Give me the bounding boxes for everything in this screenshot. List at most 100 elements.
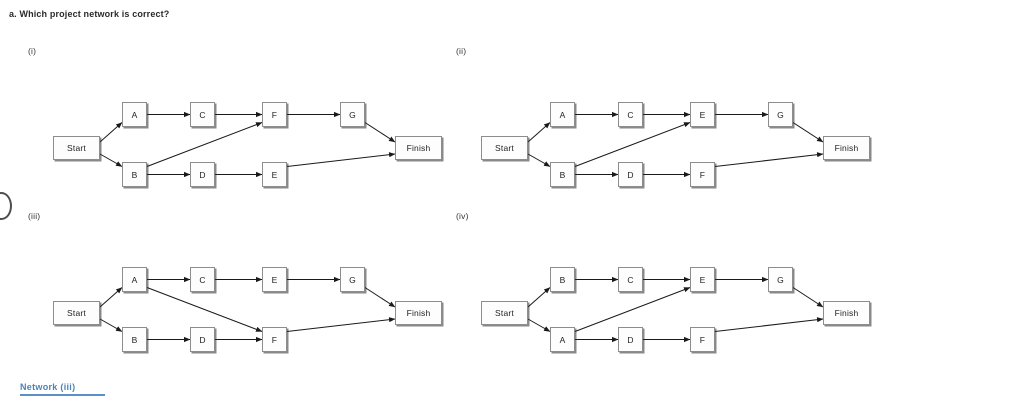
task-node-c-ii-label: C xyxy=(627,109,634,120)
edge-a-to-e xyxy=(574,287,691,332)
finish-node-ii: Finish xyxy=(823,136,870,160)
task-node-e-i-label: E xyxy=(271,169,278,180)
task-node-f-iii-label: F xyxy=(271,334,278,345)
task-node-a-iv: A xyxy=(550,327,575,352)
task-node-c-i-label: C xyxy=(199,109,206,120)
task-node-g-i: G xyxy=(340,102,365,127)
finish-node-ii-label: Finish xyxy=(834,143,859,153)
task-node-c-iii-label: C xyxy=(199,274,206,285)
edge-start-to-b xyxy=(527,153,551,167)
task-node-b-iv: B xyxy=(550,267,575,292)
edge-e-to-finish xyxy=(286,152,396,167)
task-node-e-iv: E xyxy=(690,267,715,292)
edge-g-to-finish xyxy=(792,122,824,143)
task-node-b-ii-label: B xyxy=(559,169,566,180)
task-node-g-iv: G xyxy=(768,267,793,292)
task-node-a-i: A xyxy=(122,102,147,127)
task-node-d-iii-label: D xyxy=(199,334,206,345)
task-node-g-ii: G xyxy=(768,102,793,127)
task-node-c-iv: C xyxy=(618,267,643,292)
task-node-c-iii: C xyxy=(190,267,215,292)
answer-text: Network (iii) xyxy=(20,382,76,392)
edge-a-to-f xyxy=(146,287,263,332)
task-node-d-ii: D xyxy=(618,162,643,187)
task-node-f-iii: F xyxy=(262,327,287,352)
task-node-g-iii-label: G xyxy=(349,274,356,285)
network-diagram-iii: (iii) Start Finish A C E G B D F xyxy=(3,211,458,371)
task-node-a-iv-label: A xyxy=(559,334,566,345)
task-node-e-ii: E xyxy=(690,102,715,127)
edge-layer-iii xyxy=(99,276,396,343)
finish-node-iv: Finish xyxy=(823,301,870,325)
edge-start-to-b xyxy=(99,153,123,167)
edge-start-to-a xyxy=(527,318,551,332)
finish-node-i-label: Finish xyxy=(406,143,431,153)
network-canvas-iii: Start Finish A C E G B D F xyxy=(3,211,458,371)
task-node-e-iv-label: E xyxy=(699,274,706,285)
edge-start-to-a xyxy=(99,287,123,308)
edge-start-to-a xyxy=(99,122,123,143)
edge-b-to-e xyxy=(574,122,691,167)
answer-block: Network (iii) xyxy=(20,382,105,396)
task-node-e-ii-label: E xyxy=(699,109,706,120)
task-node-a-iii: A xyxy=(122,267,147,292)
start-node-ii: Start xyxy=(481,136,528,160)
question-text: a. Which project network is correct? xyxy=(9,9,170,19)
task-node-g-iv-label: G xyxy=(777,274,784,285)
task-node-g-ii-label: G xyxy=(777,109,784,120)
task-node-g-i-label: G xyxy=(349,109,356,120)
edge-start-to-a xyxy=(527,122,551,143)
task-node-a-i-label: A xyxy=(131,109,138,120)
network-diagram-iv: (iv) Start Finish B C E G A D F xyxy=(431,211,886,371)
edge-f-to-finish xyxy=(714,152,824,167)
edge-g-to-finish xyxy=(364,287,396,308)
edge-layer-i xyxy=(99,111,396,178)
start-node-i: Start xyxy=(53,136,100,160)
start-node-iv: Start xyxy=(481,301,528,325)
network-canvas-i: Start Finish A C F G B D E xyxy=(3,46,458,206)
task-node-a-ii-label: A xyxy=(559,109,566,120)
task-node-d-ii-label: D xyxy=(627,169,634,180)
task-node-c-iv-label: C xyxy=(627,274,634,285)
task-node-b-iii: B xyxy=(122,327,147,352)
edge-f-to-finish xyxy=(286,317,396,332)
edge-start-to-b xyxy=(527,287,551,308)
finish-node-iv-label: Finish xyxy=(834,308,859,318)
network-canvas-iv: Start Finish B C E G A D F xyxy=(431,211,886,371)
start-node-iii-label: Start xyxy=(67,308,86,318)
task-node-d-iv-label: D xyxy=(627,334,634,345)
task-node-d-i-label: D xyxy=(199,169,206,180)
task-node-c-ii: C xyxy=(618,102,643,127)
task-node-b-i: B xyxy=(122,162,147,187)
task-node-e-i: E xyxy=(262,162,287,187)
network-label-iii: (iii) xyxy=(28,211,41,221)
network-label-iv: (iv) xyxy=(456,211,469,221)
task-node-b-ii: B xyxy=(550,162,575,187)
task-node-b-iii-label: B xyxy=(131,334,138,345)
task-node-b-iv-label: B xyxy=(559,274,566,285)
edge-b-to-f xyxy=(146,122,263,167)
answer-underline xyxy=(20,394,105,396)
task-node-d-i: D xyxy=(190,162,215,187)
start-node-i-label: Start xyxy=(67,143,86,153)
task-node-f-iv-label: F xyxy=(699,334,706,345)
edge-g-to-finish xyxy=(792,287,824,308)
task-node-e-iii-label: E xyxy=(271,274,278,285)
task-node-a-ii: A xyxy=(550,102,575,127)
edge-f-to-finish xyxy=(714,317,824,332)
edge-layer-iv xyxy=(527,276,824,343)
task-node-f-i-label: F xyxy=(271,109,278,120)
task-node-f-iv: F xyxy=(690,327,715,352)
task-node-e-iii: E xyxy=(262,267,287,292)
finish-node-iii: Finish xyxy=(395,301,442,325)
task-node-d-iii: D xyxy=(190,327,215,352)
start-node-ii-label: Start xyxy=(495,143,514,153)
start-node-iv-label: Start xyxy=(495,308,514,318)
task-node-b-i-label: B xyxy=(131,169,138,180)
network-label-ii: (ii) xyxy=(456,46,467,56)
start-node-iii: Start xyxy=(53,301,100,325)
task-node-a-iii-label: A xyxy=(131,274,138,285)
